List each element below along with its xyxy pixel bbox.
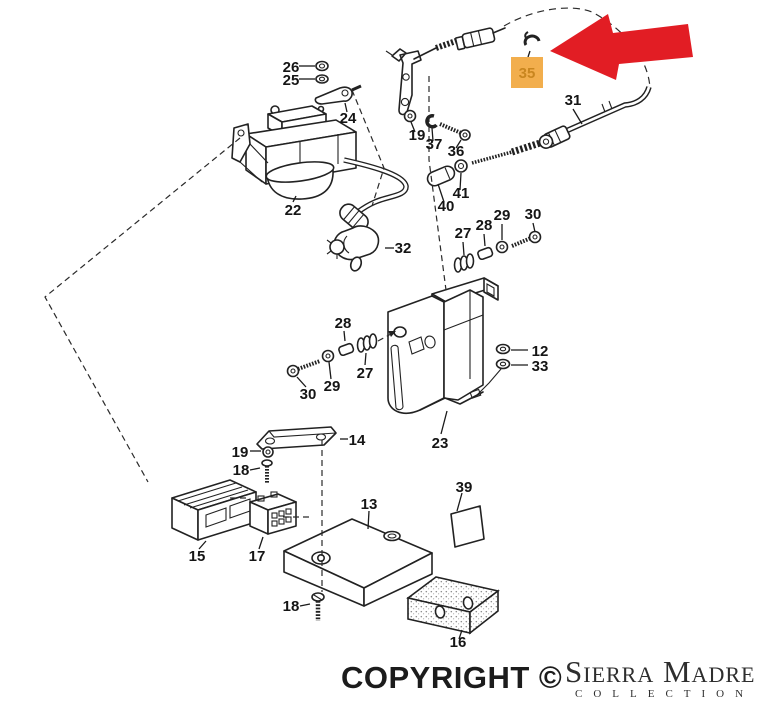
foam-pad-16	[406, 576, 500, 635]
connector-housing-15	[171, 479, 257, 541]
part-label-13: 13	[361, 496, 378, 513]
brand-collection-text: COLLECTION	[575, 688, 754, 700]
part-label-19-top: 19	[409, 127, 426, 144]
throttle-cable-bracket	[385, 48, 422, 116]
nut-41	[454, 159, 468, 173]
screw-18-upper	[261, 459, 273, 483]
part-label-24: 24	[340, 110, 357, 127]
part-label-28-lower: 28	[335, 315, 352, 332]
clip-37	[425, 114, 438, 129]
part-label-26: 26	[283, 59, 300, 76]
washer-25	[315, 74, 329, 84]
part-label-23: 23	[432, 435, 449, 452]
leader-lines	[198, 65, 583, 640]
actuator-motor-22	[231, 105, 357, 200]
red-callout-arrow	[550, 14, 693, 80]
bracket-strip-14	[256, 426, 337, 450]
part-label-17: 17	[249, 548, 266, 565]
part-label-29-upper: 29	[494, 207, 511, 224]
part-label-30-lower: 30	[300, 386, 317, 403]
brand-logo-text: Sierra Madre	[565, 654, 755, 689]
part-label-41: 41	[453, 185, 470, 202]
part-label-25: 25	[283, 72, 300, 89]
cable-31	[471, 86, 652, 165]
washer-19-lower	[262, 446, 274, 458]
screw-18-lower	[311, 592, 325, 621]
part-label-29-lower: 29	[324, 378, 341, 395]
part-label-12: 12	[532, 343, 549, 360]
lever-24	[314, 84, 362, 105]
part-label-18-lower: 18	[283, 598, 300, 615]
part-label-27-lower: 27	[357, 365, 374, 382]
part-label-15: 15	[189, 548, 206, 565]
grommet-group-upper	[453, 230, 542, 273]
highlight-box-35	[511, 57, 543, 88]
part-label-22: 22	[285, 202, 302, 219]
cable-end-upper	[413, 27, 506, 60]
sticker-39	[450, 505, 485, 548]
part-label-40: 40	[438, 198, 455, 215]
dashed-guide-lines	[44, 76, 447, 592]
screw-36	[439, 122, 471, 141]
nut-33	[476, 358, 511, 396]
part-label-30-upper: 30	[525, 206, 542, 223]
cable-sleeve-40	[426, 165, 456, 187]
grommet-group-lower	[286, 333, 378, 378]
part-label-31: 31	[565, 92, 582, 109]
part-label-32: 32	[395, 240, 412, 257]
part-label-35-highlighted: 35	[519, 65, 536, 82]
motor-cable-and-plug	[339, 157, 409, 232]
part-label-27-upper: 27	[455, 225, 472, 242]
part-label-14: 14	[349, 432, 366, 449]
part-label-39: 39	[456, 479, 473, 496]
clip-35	[523, 31, 541, 58]
part-label-19-lower: 19	[232, 444, 249, 461]
footer: COPYRIGHT © Sierra Madre COLLECTION	[341, 654, 755, 700]
part-labels: 26 25 24 22 32 19 37 36 35 31 41 40 27 2…	[189, 59, 582, 651]
part-label-28-upper: 28	[476, 217, 493, 234]
clamp-32	[326, 225, 380, 272]
bracket-23	[387, 277, 499, 414]
control-unit-13	[283, 518, 433, 607]
nut-12	[495, 343, 511, 355]
part-label-37: 37	[426, 136, 443, 153]
part-label-36: 36	[448, 143, 465, 160]
nut-26	[315, 60, 329, 72]
copyright-text: COPYRIGHT ©	[341, 660, 562, 695]
connector-17	[249, 491, 297, 535]
part-label-16: 16	[450, 634, 467, 651]
part-label-18-upper: 18	[233, 462, 250, 479]
washer-19-top	[403, 109, 417, 123]
part-label-33: 33	[532, 358, 549, 375]
